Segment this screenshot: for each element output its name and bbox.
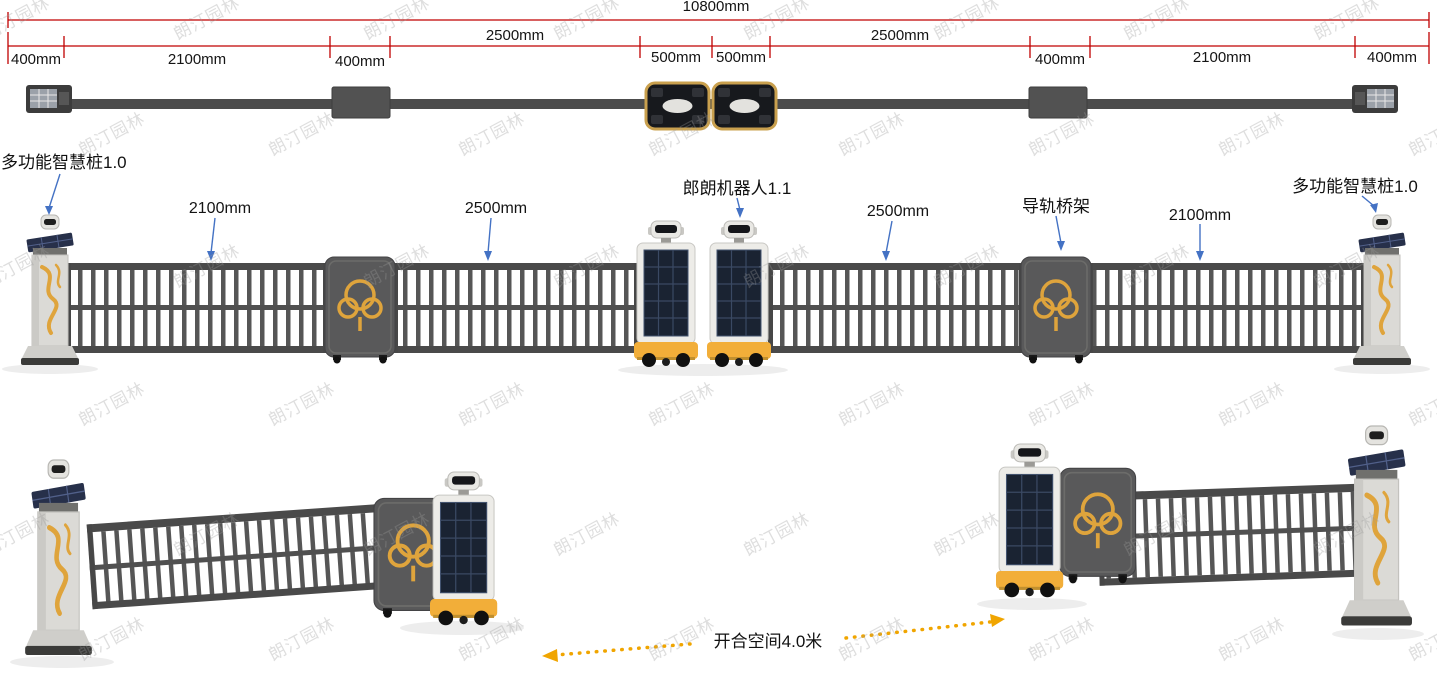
robot-plan-left bbox=[644, 81, 711, 131]
robot-right bbox=[706, 220, 772, 368]
fence-section-3 bbox=[768, 263, 1024, 353]
callout-arrow-line bbox=[1361, 195, 1375, 207]
perspective-left-robot bbox=[429, 471, 498, 626]
opening-arrowhead-right bbox=[990, 614, 1005, 627]
gate-motor-plan-left bbox=[331, 86, 391, 119]
shadow bbox=[618, 364, 788, 376]
segment-label-1: 2100mm bbox=[168, 51, 226, 68]
elev-dim-label-1: 2500mm bbox=[465, 200, 527, 217]
perspective-left-pile bbox=[25, 460, 92, 655]
shadow bbox=[10, 656, 114, 668]
gate-box-right bbox=[1019, 255, 1093, 366]
segment-label-9: 400mm bbox=[1367, 49, 1417, 66]
callout-arrow-line bbox=[885, 220, 893, 254]
right-pile-label: 多功能智慧桩1.0 bbox=[1292, 177, 1418, 196]
perspective-left-fence bbox=[86, 504, 384, 610]
dimension-line-total: 10800mm bbox=[7, 0, 1430, 28]
perspective-svg: 开合空间4.0米 bbox=[10, 412, 1424, 668]
segment-label-6: 2500mm bbox=[871, 27, 929, 44]
elev-dim-label-2: 2500mm bbox=[867, 203, 929, 220]
callout-arrowhead bbox=[207, 251, 215, 261]
callout-arrowhead bbox=[736, 208, 744, 218]
callout-arrowhead bbox=[1370, 203, 1378, 213]
shadow bbox=[1332, 628, 1424, 640]
shadow bbox=[1334, 364, 1430, 374]
segment-label-4: 500mm bbox=[651, 49, 701, 66]
segment-label-7: 400mm bbox=[1035, 51, 1085, 68]
callout-arrow-line bbox=[48, 173, 61, 209]
segment-label-3: 2500mm bbox=[486, 27, 544, 44]
rail-bridge-label: 导轨桥架 bbox=[1022, 197, 1090, 216]
shadow bbox=[977, 598, 1087, 610]
left-pile-label: 多功能智慧桩1.0 bbox=[1, 153, 127, 172]
callout-arrow-line bbox=[210, 217, 216, 254]
opening-arrow-left-segment bbox=[554, 642, 692, 657]
segment-label-5: 500mm bbox=[716, 49, 766, 66]
segment-dimension-line bbox=[7, 32, 1430, 64]
segment-label-0: 400mm bbox=[11, 51, 61, 68]
callout-arrow-line bbox=[487, 217, 492, 254]
gate-motor-plan-right bbox=[1028, 86, 1088, 119]
elevation-svg: 多功能智慧桩1.0 郎朗机器人1.1 多功能智慧桩1.0 2100mm 2500… bbox=[1, 153, 1430, 376]
callout-arrowhead bbox=[1196, 251, 1204, 261]
segment-label-8: 2100mm bbox=[1193, 49, 1251, 66]
perspective-right-assembly bbox=[995, 426, 1412, 626]
opening-arrowhead-left bbox=[542, 649, 558, 662]
callout-arrowhead bbox=[1057, 241, 1065, 251]
total-dimension-line bbox=[7, 12, 1430, 28]
robot-left bbox=[633, 220, 699, 368]
callout-arrowhead bbox=[484, 251, 492, 261]
opening-span-arrow: 开合空间4.0米 bbox=[542, 614, 1005, 662]
opening-span-label: 开合空间4.0米 bbox=[714, 632, 823, 651]
plan-and-dimensions-svg: 10800mm 400mm 2100mm 400mm 2500mm 500mm … bbox=[7, 0, 1430, 131]
fence-section-1 bbox=[66, 263, 328, 353]
dimension-line-segments: 400mm 2100mm 400mm 2500mm 500mm 500mm 25… bbox=[7, 27, 1430, 70]
perspective-right-robot bbox=[995, 443, 1064, 598]
callout-arrow-line bbox=[1055, 215, 1062, 244]
perspective-right-fence bbox=[1096, 483, 1358, 586]
perspective-right-gate bbox=[1058, 466, 1138, 586]
callout-arrowhead bbox=[45, 206, 53, 215]
elev-dim-label-0: 2100mm bbox=[189, 200, 251, 217]
robot-label: 郎朗机器人1.1 bbox=[683, 179, 792, 198]
elev-dim-label-3: 2100mm bbox=[1169, 207, 1231, 224]
right-smart-pile-plan bbox=[1352, 85, 1398, 113]
callout-arrowhead bbox=[882, 251, 890, 261]
opening-arrow-right-segment bbox=[844, 620, 992, 640]
perspective-left-assembly bbox=[25, 460, 498, 655]
shadow bbox=[400, 621, 524, 635]
shadow bbox=[2, 364, 98, 374]
fence-section-2 bbox=[393, 263, 639, 353]
plan-view bbox=[26, 81, 1398, 131]
left-smart-pile-plan bbox=[26, 85, 72, 113]
segment-label-2: 400mm bbox=[335, 53, 385, 70]
total-dimension-label: 10800mm bbox=[683, 0, 750, 15]
gate-box-left bbox=[323, 255, 397, 366]
fence-section-4 bbox=[1088, 263, 1366, 353]
robot-plan-right bbox=[711, 81, 778, 131]
